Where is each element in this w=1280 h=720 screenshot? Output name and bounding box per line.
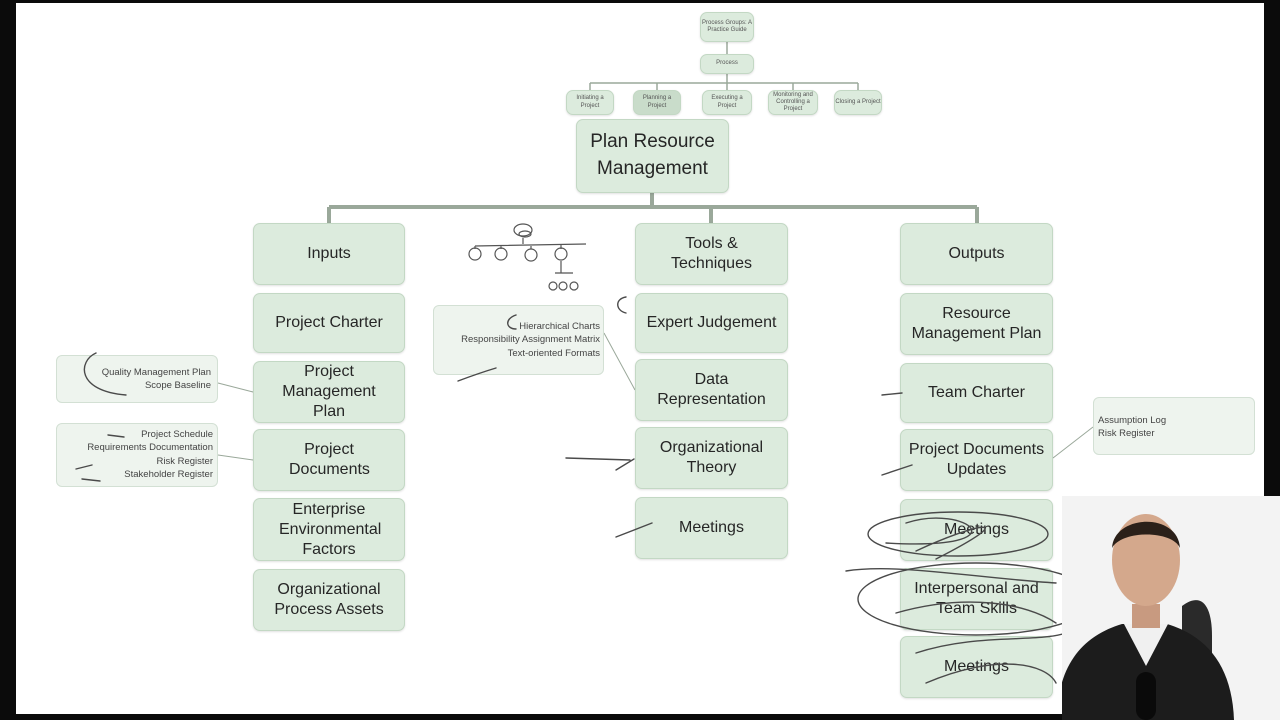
tools-header-label: Tools & Techniques: [671, 235, 752, 272]
inputs-header-label: Inputs: [307, 245, 351, 262]
note-line: Risk Register: [156, 455, 214, 467]
mini-group-closing[interactable]: Closing a Project: [834, 90, 882, 115]
mini-process-label: Process: [716, 60, 738, 67]
mini-group-executing[interactable]: Executing a Project: [702, 90, 752, 115]
output-resource-management-plan[interactable]: Resource Management Plan: [900, 293, 1053, 355]
mini-root-node[interactable]: Process Groups: A Practice Guide: [700, 12, 754, 42]
input-label: Enterprise Environmental Factors: [279, 500, 382, 558]
note-documents-updates-list[interactable]: Assumption Log Risk Register: [1093, 397, 1255, 455]
note-line: Quality Management Plan: [101, 367, 211, 378]
presenter-webcam-image: [1062, 496, 1280, 720]
note-line: Risk Register: [1098, 428, 1155, 440]
mini-group-planning[interactable]: Planning a Project: [633, 90, 681, 115]
output-interpersonal-team-skills-struck[interactable]: Interpersonal and Team Skills: [900, 568, 1053, 630]
connector-line: [217, 454, 254, 461]
mini-group-label: Closing a Project: [835, 98, 881, 105]
input-project-charter[interactable]: Project Charter: [253, 293, 405, 353]
process-title-box[interactable]: Plan Resource Management: [576, 119, 729, 193]
note-line: Hierarchical Charts: [519, 321, 600, 332]
inputs-header[interactable]: Inputs: [253, 223, 405, 285]
output-meetings-struck-1[interactable]: Meetings: [900, 499, 1053, 561]
connector-lines: [217, 42, 1094, 461]
mini-group-initiating[interactable]: Initiating a Project: [566, 90, 614, 115]
note-line: Requirements Documentation: [87, 442, 213, 454]
input-enterprise-environmental-factors[interactable]: Enterprise Environmental Factors: [253, 498, 405, 561]
output-label: Meetings: [944, 658, 1009, 675]
note-pm-plan-components[interactable]: Quality Management Plan Scope Baseline: [56, 355, 218, 403]
process-title: Plan Resource Management: [590, 131, 715, 179]
tool-organizational-theory[interactable]: Organizational Theory: [635, 427, 788, 489]
mini-group-monitoring[interactable]: Monitoring and Controlling a Project: [768, 90, 818, 115]
input-organizational-process-assets[interactable]: Organizational Process Assets: [253, 569, 405, 631]
input-label: Organizational Process Assets: [274, 581, 384, 618]
output-label: Team Charter: [928, 384, 1025, 401]
outputs-header-label: Outputs: [948, 245, 1005, 262]
note-line: Text-oriented Formats: [507, 347, 600, 359]
mini-group-label: Planning a Project: [642, 95, 672, 109]
tool-label: Expert Judgement: [646, 314, 777, 331]
output-project-documents-updates[interactable]: Project Documents Updates: [900, 429, 1053, 491]
outputs-header[interactable]: Outputs: [900, 223, 1053, 285]
note-line: Stakeholder Register: [124, 468, 213, 480]
output-meetings-struck-2[interactable]: Meetings: [900, 636, 1053, 698]
slide-canvas: Process Groups: A Practice Guide Process…: [16, 3, 1264, 714]
org-chart-sketch-icon: [468, 223, 587, 291]
tool-label: Meetings: [679, 519, 744, 536]
note-data-representation-formats[interactable]: Hierarchical Charts Responsibility Assig…: [433, 305, 604, 375]
output-team-charter[interactable]: Team Charter: [900, 363, 1053, 423]
connector-line: [603, 332, 636, 391]
mini-group-label: Executing a Project: [711, 95, 743, 109]
tool-label: Organizational Theory: [659, 439, 764, 476]
tools-header[interactable]: Tools & Techniques: [635, 223, 788, 285]
connector-line: [217, 382, 254, 393]
tool-data-representation[interactable]: Data Representation: [635, 359, 788, 421]
note-project-documents-list[interactable]: Project Schedule Requirements Documentat…: [56, 423, 218, 487]
note-line: Assumption Log: [1098, 415, 1167, 426]
input-project-management-plan[interactable]: Project Management Plan: [253, 361, 405, 423]
mini-root-label: Process Groups: A Practice Guide: [701, 19, 753, 33]
input-label: Project Management Plan: [282, 363, 376, 420]
connector-line: [1052, 426, 1094, 459]
tool-meetings[interactable]: Meetings: [635, 497, 788, 559]
mini-process-node[interactable]: Process: [700, 54, 754, 74]
mini-group-label: Initiating a Project: [576, 95, 604, 109]
note-line: Project Schedule: [141, 429, 213, 440]
output-label: Interpersonal and Team Skills: [914, 580, 1039, 617]
note-line: Scope Baseline: [144, 380, 211, 392]
output-label: Meetings: [944, 521, 1009, 538]
input-label: Project Charter: [275, 314, 383, 331]
mini-group-label: Monitoring and Controlling a Project: [773, 91, 813, 113]
output-label: Project Documents Updates: [908, 441, 1045, 478]
note-line: Responsibility Assignment Matrix: [461, 334, 600, 346]
tool-label: Data Representation: [657, 371, 766, 408]
tool-expert-judgement[interactable]: Expert Judgement: [635, 293, 788, 353]
input-project-documents[interactable]: Project Documents: [253, 429, 405, 491]
output-label: Resource Management Plan: [911, 305, 1042, 342]
input-label: Project Documents: [289, 441, 370, 478]
